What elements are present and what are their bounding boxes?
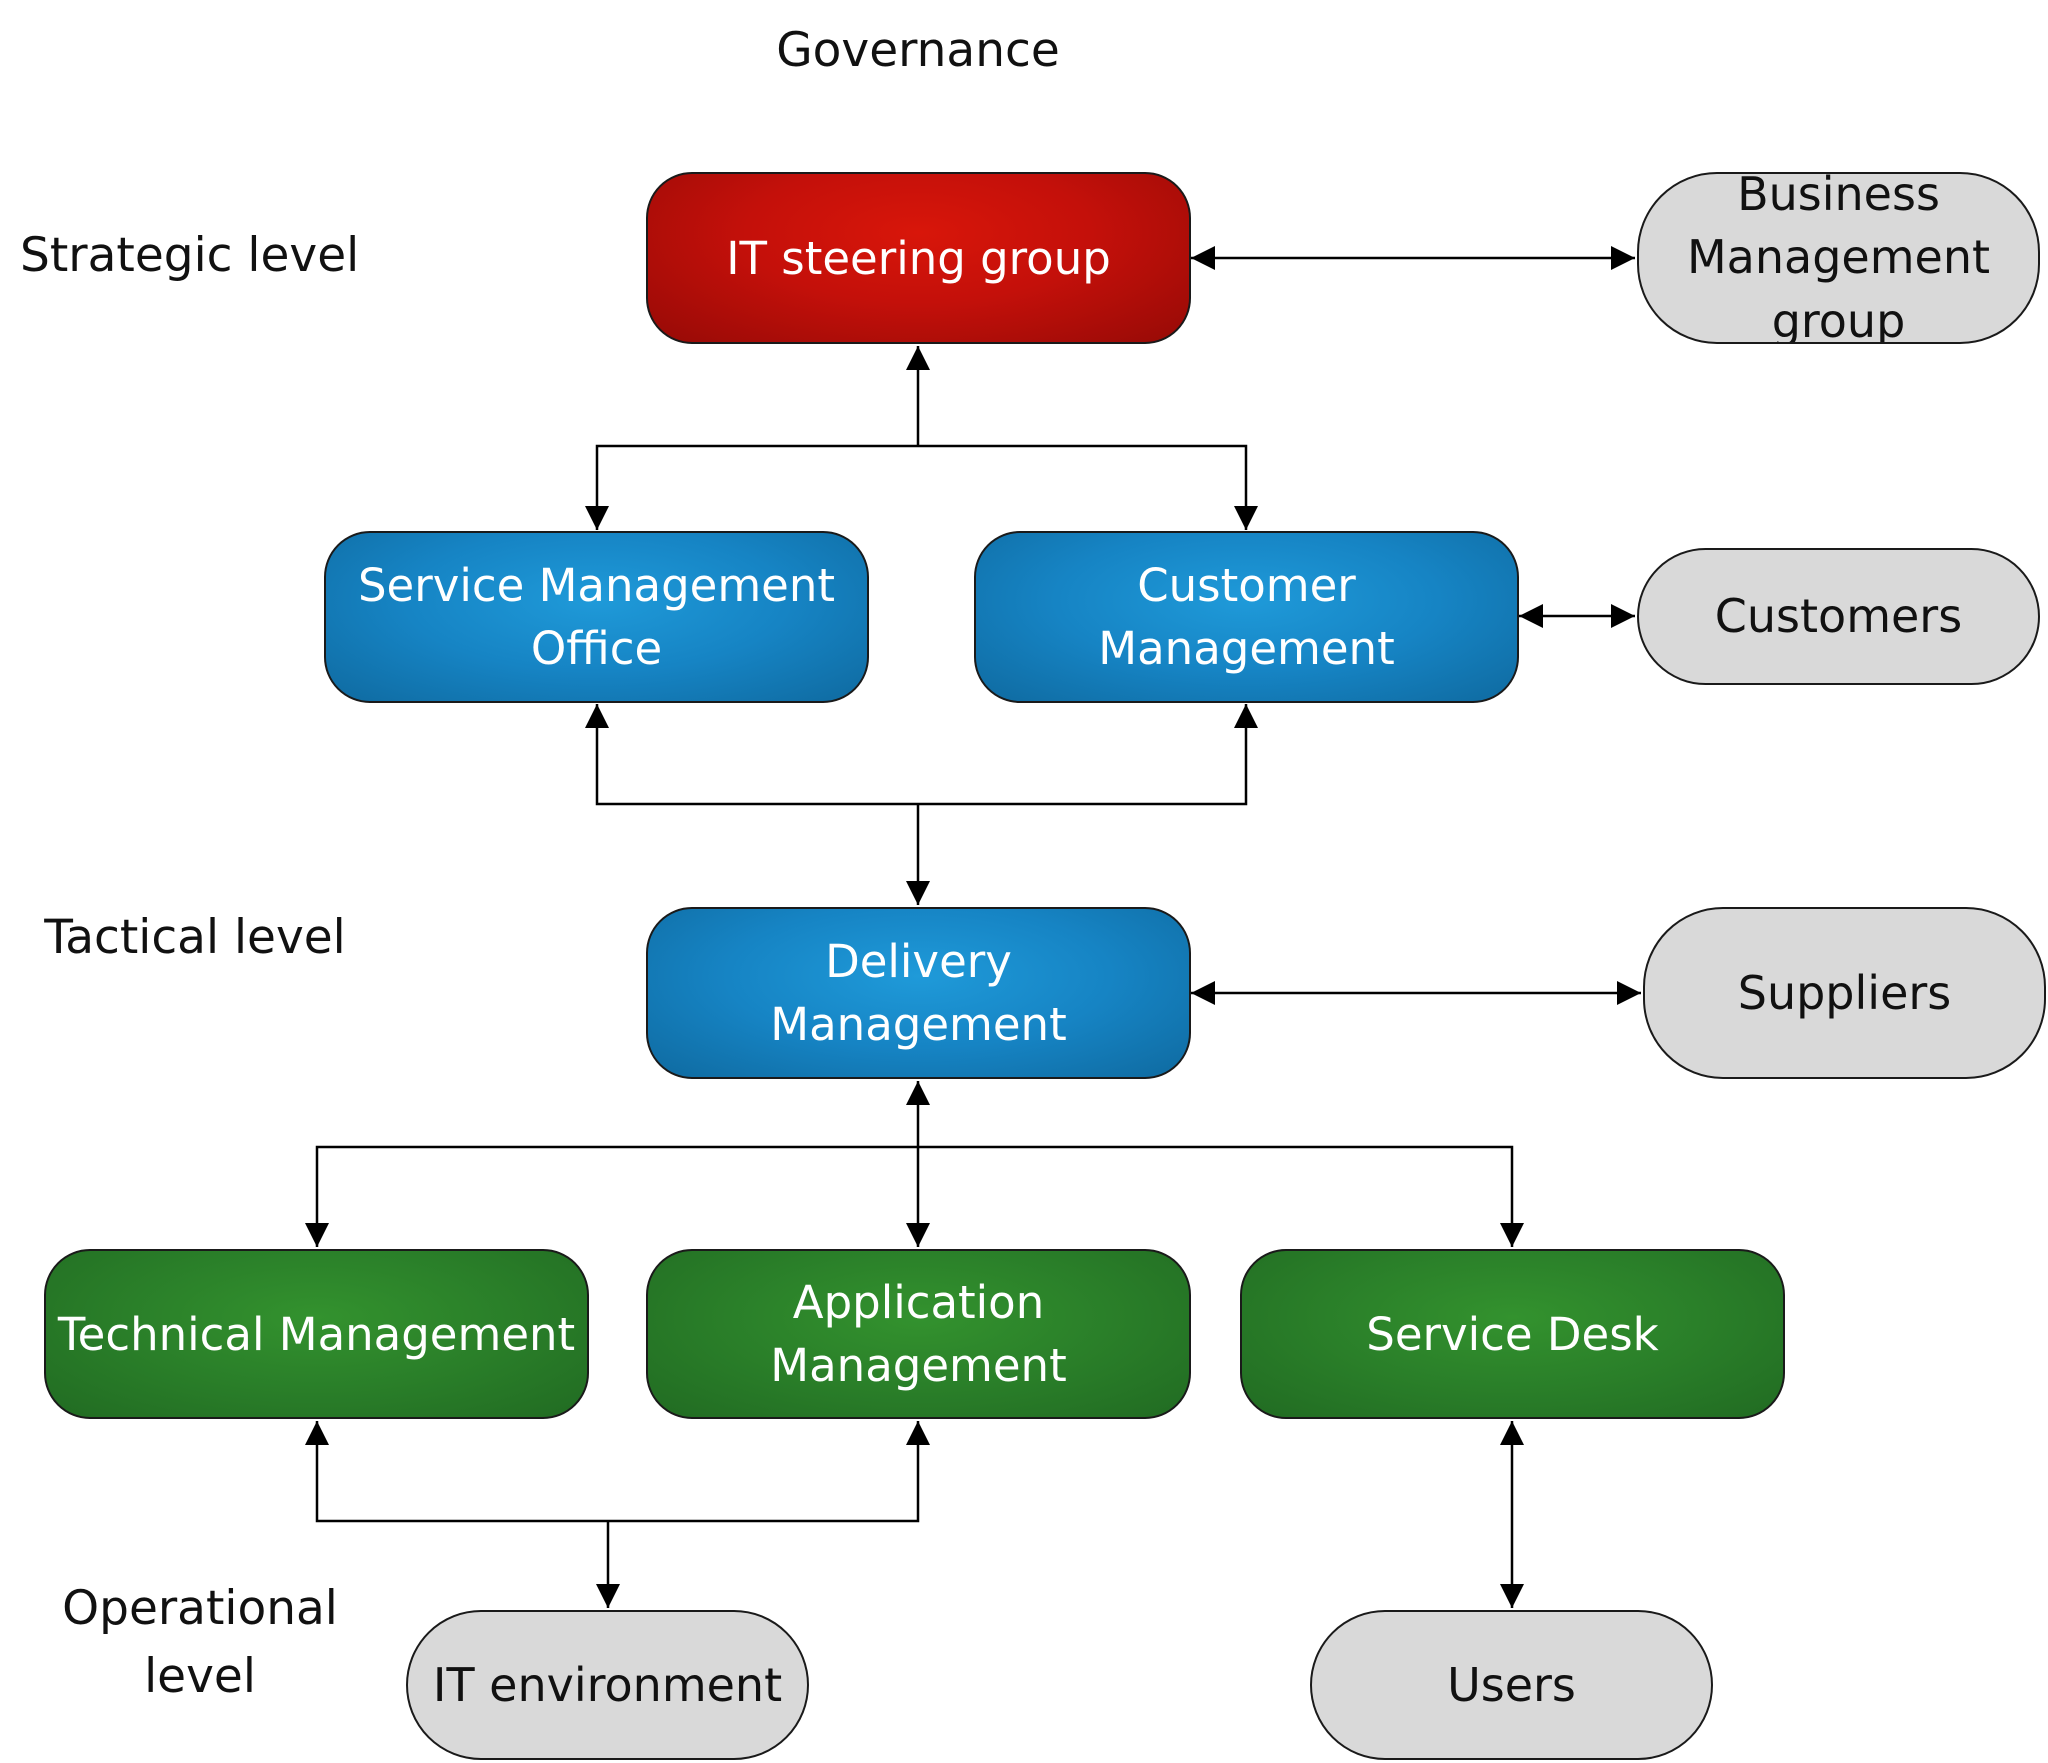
it-steering-group-node[interactable]: IT steering group	[646, 172, 1191, 344]
users-label: Users	[1447, 1657, 1576, 1712]
operational-level-line1: Operational	[62, 1581, 338, 1636]
business-mgmt-line2: Management	[1686, 230, 1991, 285]
business-mgmt-line3: group	[1771, 293, 1906, 344]
arrow-up-to-customer-mgmt	[918, 704, 1258, 806]
service-desk-label: Service Desk	[1366, 1307, 1659, 1361]
arrow-up-to-technical	[305, 1421, 608, 1523]
suppliers-node[interactable]: Suppliers	[1643, 907, 2046, 1079]
delivery-mgmt-line2: Management	[770, 998, 1067, 1051]
application-management-node[interactable]: Application Management	[646, 1249, 1191, 1419]
it-steering-group-label: IT steering group	[726, 231, 1111, 285]
delivery-mgmt-line1: Delivery	[825, 935, 1012, 988]
operational-level-line2: level	[144, 1649, 256, 1705]
strategic-level-label: Strategic level	[20, 228, 360, 283]
diagram-title: Governance	[776, 23, 1060, 78]
technical-mgmt-label: Technical Management	[57, 1307, 576, 1361]
service-management-office-node[interactable]: Service Management Office	[324, 531, 869, 703]
customer-mgmt-line2: Management	[1098, 622, 1395, 675]
arrow-up-to-smo	[585, 704, 918, 806]
delivery-management-node[interactable]: Delivery Management	[646, 907, 1191, 1079]
tactical-level-label: Tactical level	[44, 910, 346, 965]
arrow-to-smo	[585, 444, 918, 530]
application-mgmt-line1: Application	[792, 1276, 1045, 1329]
customer-management-node[interactable]: Customer Management	[974, 531, 1519, 703]
customers-node[interactable]: Customers	[1637, 548, 2040, 685]
arrow-to-technical-mgmt	[305, 1145, 918, 1247]
service-desk-node[interactable]: Service Desk	[1240, 1249, 1785, 1419]
smo-line1: Service Management	[357, 559, 836, 612]
arrow-to-customer-mgmt	[918, 444, 1258, 530]
arrow-up-to-application	[608, 1421, 930, 1523]
users-node[interactable]: Users	[1310, 1610, 1713, 1760]
customers-label: Customers	[1714, 589, 1963, 644]
it-environment-label: IT environment	[432, 1657, 783, 1712]
business-management-group-node[interactable]: Business Management group	[1637, 172, 2040, 344]
business-mgmt-line1: Business	[1737, 172, 1940, 221]
application-mgmt-line2: Management	[770, 1339, 1067, 1392]
customer-mgmt-line1: Customer	[1137, 559, 1356, 612]
it-environment-node[interactable]: IT environment	[406, 1610, 809, 1760]
smo-line2: Office	[530, 622, 663, 675]
operational-level-label: Operational level	[20, 1575, 380, 1711]
suppliers-label: Suppliers	[1737, 965, 1952, 1020]
technical-management-node[interactable]: Technical Management	[44, 1249, 589, 1419]
arrow-to-service-desk	[918, 1145, 1524, 1247]
